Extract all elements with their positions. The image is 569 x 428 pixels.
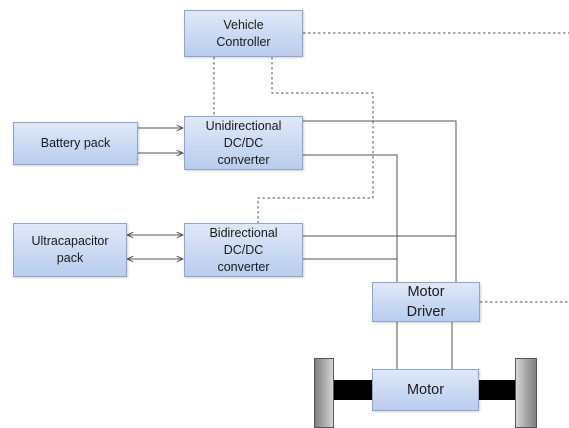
unidirectional-converter-block: Unidirectional DC/DC converter bbox=[184, 116, 303, 170]
control-signal-lines bbox=[213, 32, 569, 303]
ultracapacitor-line-1: Ultracapacitor bbox=[31, 234, 109, 248]
ultracapacitor-pack-block: Ultracapacitor pack bbox=[13, 223, 127, 277]
motor-driver-block: Motor Driver bbox=[372, 282, 480, 322]
bidirectional-line-1: Bidirectional bbox=[209, 225, 278, 240]
ultracapacitor-line-2: pack bbox=[56, 251, 84, 265]
vehicle-controller-line-2: Controller bbox=[216, 34, 271, 49]
unidirectional-line-2: DC/DC bbox=[223, 135, 264, 150]
unidirectional-line-1: Unidirectional bbox=[205, 118, 282, 133]
unidirectional-line-3: converter bbox=[217, 152, 270, 167]
motor-block: Motor bbox=[372, 369, 479, 411]
bidirectional-line-3: converter bbox=[217, 259, 270, 274]
vehicle-controller-line-1: Vehicle bbox=[223, 17, 264, 32]
bidirectional-line-2: DC/DC bbox=[223, 242, 264, 257]
vehicle-controller-block: Vehicle Controller bbox=[184, 10, 303, 57]
power-lines bbox=[303, 120, 457, 370]
bidirectional-converter-block: Bidirectional DC/DC converter bbox=[184, 223, 303, 277]
motor-driver-line-1: Motor bbox=[407, 284, 445, 300]
right-wheel bbox=[515, 358, 537, 428]
axle-left bbox=[334, 380, 374, 400]
battery-pack-label: Battery pack bbox=[40, 136, 111, 150]
battery-pack-block: Battery pack bbox=[13, 122, 138, 165]
motor-driver-line-2: Driver bbox=[406, 304, 446, 320]
axle-right bbox=[479, 380, 515, 400]
left-wheel bbox=[314, 358, 334, 428]
motor-label: Motor bbox=[406, 382, 445, 398]
